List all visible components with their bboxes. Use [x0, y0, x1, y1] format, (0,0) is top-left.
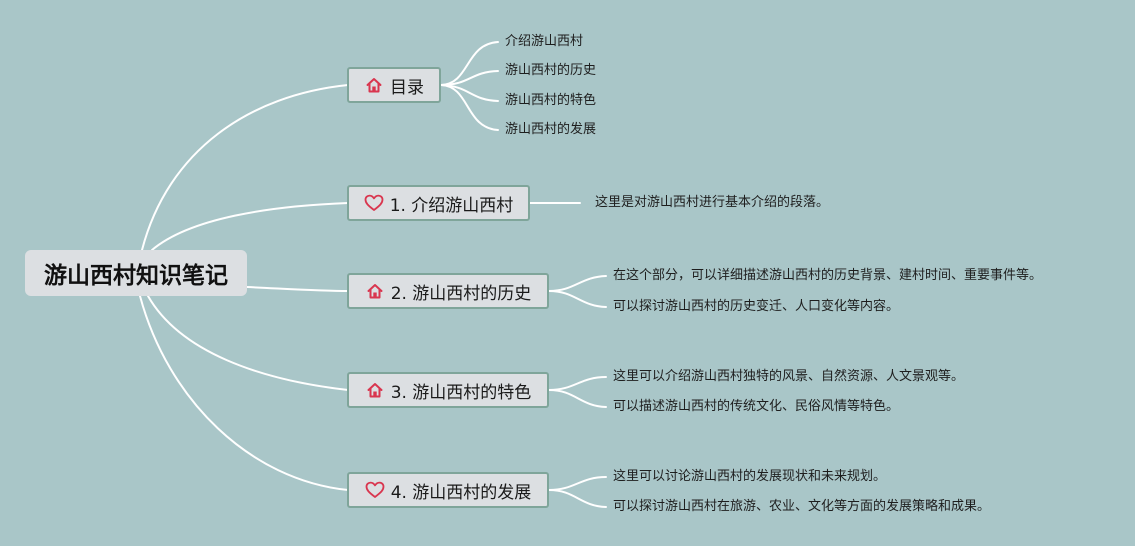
leaf-intro-1[interactable]: 这里是对游山西村进行基本介绍的段落。 — [595, 195, 830, 210]
connector-toc-1 — [440, 41, 499, 86]
connector-features-1 — [548, 376, 607, 391]
leaf-toc-4[interactable]: 游山西村的发展 — [505, 122, 597, 137]
connector-history-2 — [548, 290, 607, 308]
connector-features-2 — [548, 389, 607, 408]
leaf-development-1[interactable]: 这里可以讨论游山西村的发展现状和未来规划。 — [613, 469, 887, 484]
leaf-features-2[interactable]: 可以描述游山西村的传统文化、民俗风情等特色。 — [613, 399, 900, 414]
leaf-toc-1[interactable]: 介绍游山西村 — [505, 34, 584, 49]
root-label: 游山西村知识笔记 — [44, 263, 228, 289]
home-icon — [365, 281, 385, 301]
branch-label: 目录 — [390, 77, 424, 98]
branch-label: 3. 游山西村的特色 — [390, 382, 532, 403]
connector-history-1 — [548, 275, 607, 292]
leaf-features-1[interactable]: 这里可以介绍游山西村独特的风景、自然资源、人文景观等。 — [613, 369, 965, 384]
root-node[interactable]: 游山西村知识笔记 — [25, 250, 247, 296]
connector-root-to-features — [147, 295, 349, 391]
leaf-toc-3[interactable]: 游山西村的特色 — [505, 93, 597, 108]
connector-toc-4 — [440, 84, 499, 131]
heart-icon — [365, 480, 385, 500]
branch-node-features[interactable]: 3. 游山西村的特色 — [347, 372, 549, 408]
branch-node-history[interactable]: 2. 游山西村的历史 — [347, 273, 549, 309]
connector-development-1 — [548, 476, 607, 491]
connector-development-2 — [548, 489, 607, 508]
branch-node-toc[interactable]: 目录 — [347, 67, 441, 103]
leaf-history-2[interactable]: 可以探讨游山西村的历史变迁、人口变化等内容。 — [613, 299, 900, 314]
leaf-history-1[interactable]: 在这个部分，可以详细描述游山西村的历史背景、建村时间、重要事件等。 — [613, 268, 1043, 283]
connector-root-to-toc — [141, 84, 349, 251]
connector-root-to-development — [139, 295, 349, 491]
connector-root-to-intro — [151, 202, 349, 251]
home-icon — [365, 380, 385, 400]
branch-label: 2. 游山西村的历史 — [390, 283, 532, 304]
branch-label: 1. 介绍游山西村 — [389, 195, 514, 216]
connector-root-to-history — [246, 286, 349, 292]
branch-label: 4. 游山西村的发展 — [390, 482, 532, 503]
leaf-toc-2[interactable]: 游山西村的历史 — [505, 63, 597, 78]
branch-node-intro[interactable]: 1. 介绍游山西村 — [347, 185, 530, 221]
branch-node-development[interactable]: 4. 游山西村的发展 — [347, 472, 549, 508]
home-icon — [364, 75, 384, 95]
heart-icon — [364, 193, 384, 213]
leaf-development-2[interactable]: 可以探讨游山西村在旅游、农业、文化等方面的发展策略和成果。 — [613, 499, 991, 514]
